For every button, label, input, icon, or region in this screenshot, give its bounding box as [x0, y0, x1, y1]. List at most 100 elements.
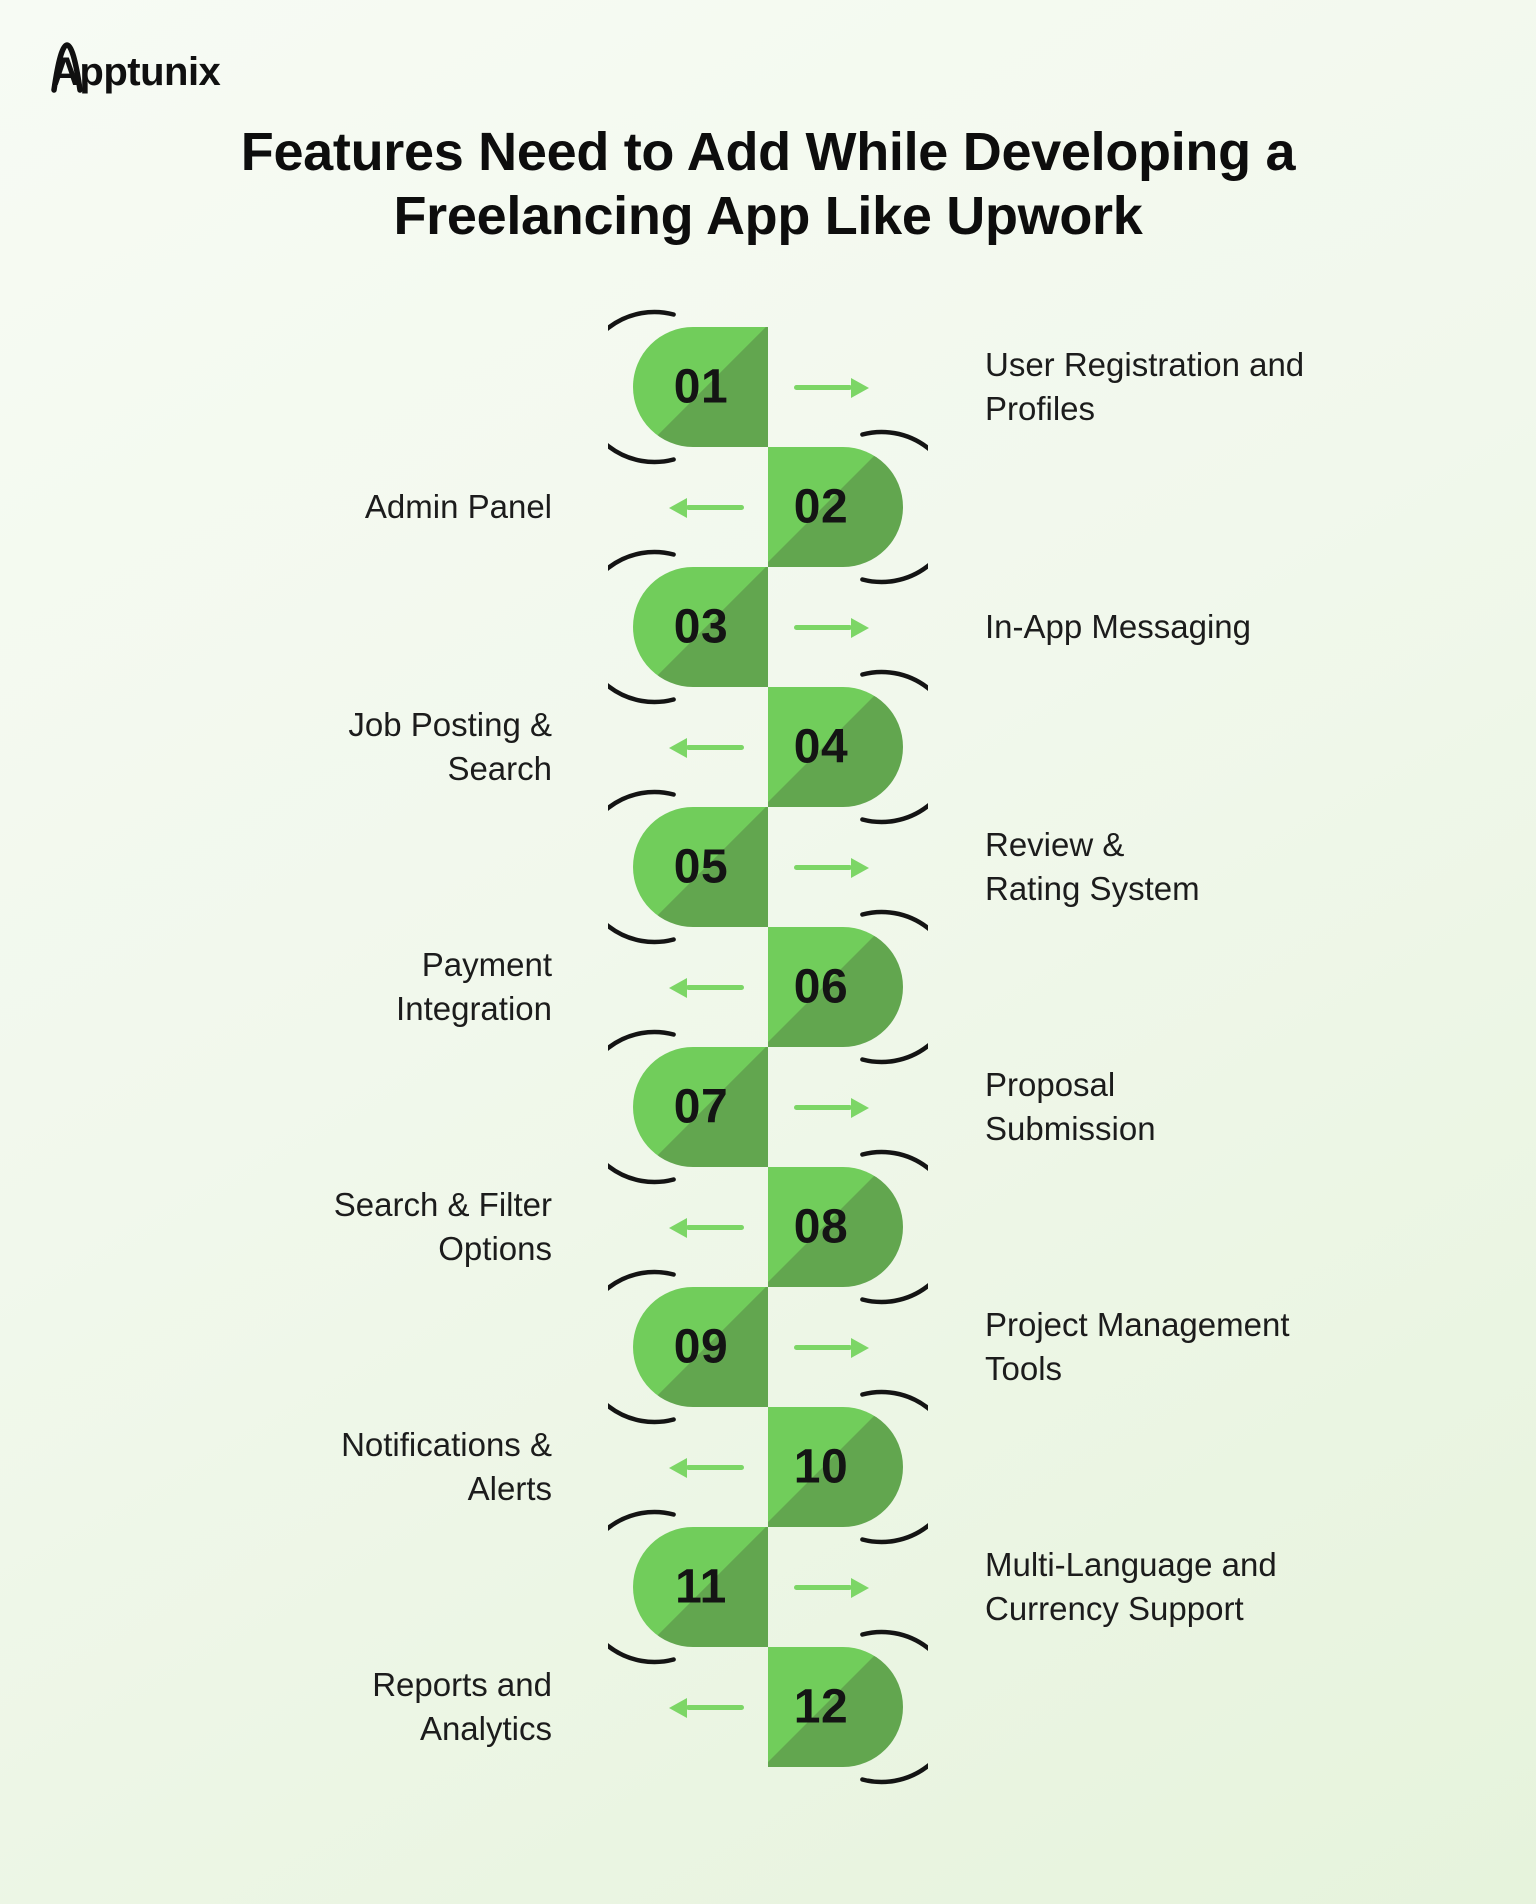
feature-label-line: Review &: [985, 826, 1125, 863]
step-shape: 06: [768, 927, 903, 1047]
feature-label-line: Notifications &: [341, 1426, 552, 1463]
step-shape: 10: [768, 1407, 903, 1527]
number-badge: 04: [793, 720, 849, 774]
connector-arc-icon: [860, 1149, 928, 1305]
feature-label-line: Search & Filter: [333, 1186, 552, 1223]
number-badge: 06: [793, 960, 849, 1014]
feature-label-line: Admin Panel: [364, 488, 552, 525]
number-badge: 09: [673, 1320, 729, 1374]
feature-label-line: Options: [438, 1230, 552, 1267]
logo-text: Apptunix: [51, 50, 221, 94]
feature-label-line: Integration: [396, 990, 552, 1027]
step-shape: 11: [633, 1527, 768, 1647]
feature-label-line: Profiles: [985, 390, 1096, 427]
connector-arc-icon: [860, 1629, 928, 1785]
logo-arch-icon: [51, 42, 83, 93]
step-shape: 03: [633, 567, 768, 687]
number-badge: 11: [675, 1560, 727, 1614]
connector-arc-icon: [860, 669, 928, 825]
left-arrow-icon: [686, 1225, 744, 1230]
feature-label-line: Rating System: [985, 870, 1200, 907]
number-badge: 10: [793, 1440, 849, 1494]
feature-label-line: User Registration and: [985, 346, 1305, 383]
feature-label-line: Payment: [421, 946, 552, 983]
feature-label-line: Proposal: [985, 1066, 1116, 1103]
apptunix-logo: Apptunix: [50, 34, 310, 96]
right-arrow-icon: [794, 1585, 852, 1590]
feature-label-line: Search: [447, 750, 552, 787]
step-shape: 08: [768, 1167, 903, 1287]
feature-label-line: Job Posting &: [348, 706, 552, 743]
feature-label: Job Posting & Search: [348, 703, 552, 791]
connector-arc-icon: [608, 549, 676, 705]
right-arrow-icon: [794, 385, 852, 390]
feature-label: Notifications & Alerts: [341, 1423, 552, 1511]
right-arrow-icon: [794, 1105, 852, 1110]
feature-row-10: 10 Notifications & Alerts: [0, 1389, 1536, 1545]
number-badge: 07: [673, 1080, 729, 1134]
feature-label-line: Reports and: [372, 1666, 552, 1703]
feature-row-04: 04 Job Posting & Search: [0, 669, 1536, 825]
page-title: Features Need to Add While Developing a …: [0, 120, 1536, 248]
right-arrow-icon: [794, 625, 852, 630]
page-title-line-1: Features Need to Add While Developing a: [240, 122, 1296, 182]
connector-arc-icon: [860, 1389, 928, 1545]
feature-label-line: In-App Messaging: [985, 608, 1251, 645]
step-shape: 05: [633, 807, 768, 927]
number-badge: 01: [673, 360, 729, 414]
step-shape: 07: [633, 1047, 768, 1167]
feature-label: Admin Panel: [365, 485, 552, 529]
left-arrow-icon: [686, 985, 744, 990]
feature-row-02: 02 Admin Panel: [0, 429, 1536, 585]
connector-arc-icon: [608, 1509, 676, 1665]
number-badge: 12: [793, 1680, 849, 1734]
connector-arc-icon: [860, 429, 928, 585]
right-arrow-icon: [794, 865, 852, 870]
page-title-line-2: Freelancing App Like Upwork: [393, 186, 1143, 246]
left-arrow-icon: [686, 505, 744, 510]
feature-label-line: Currency Support: [985, 1590, 1244, 1627]
step-shape: 09: [633, 1287, 768, 1407]
feature-label-line: Submission: [985, 1110, 1156, 1147]
step-shape: 04: [768, 687, 903, 807]
number-badge: 03: [673, 600, 729, 654]
left-arrow-icon: [686, 1705, 744, 1710]
step-shape: 02: [768, 447, 903, 567]
feature-label-line: Multi-Language and: [985, 1546, 1277, 1583]
feature-label-line: Alerts: [467, 1470, 552, 1507]
feature-label: In-App Messaging: [985, 605, 1251, 649]
step-shape: 01: [633, 327, 768, 447]
left-arrow-icon: [686, 1465, 744, 1470]
left-arrow-icon: [686, 745, 744, 750]
feature-label-line: Analytics: [419, 1710, 552, 1747]
feature-row-05: 05 Review & Rating System: [0, 789, 1536, 945]
connector-arc-icon: [608, 1029, 676, 1185]
feature-row-03: 03 In-App Messaging: [0, 549, 1536, 705]
feature-label-line: Tools: [985, 1350, 1063, 1387]
connector-arc-icon: [608, 1269, 676, 1425]
connector-arc-icon: [608, 309, 676, 465]
number-badge: 05: [673, 840, 729, 894]
number-badge: 08: [793, 1200, 849, 1254]
feature-label-line: Project Management: [985, 1306, 1290, 1343]
number-badge: 02: [793, 480, 849, 534]
feature-label: Review & Rating System: [985, 823, 1200, 911]
right-arrow-icon: [794, 1345, 852, 1350]
step-shape: 12: [768, 1647, 903, 1767]
connector-arc-icon: [608, 789, 676, 945]
